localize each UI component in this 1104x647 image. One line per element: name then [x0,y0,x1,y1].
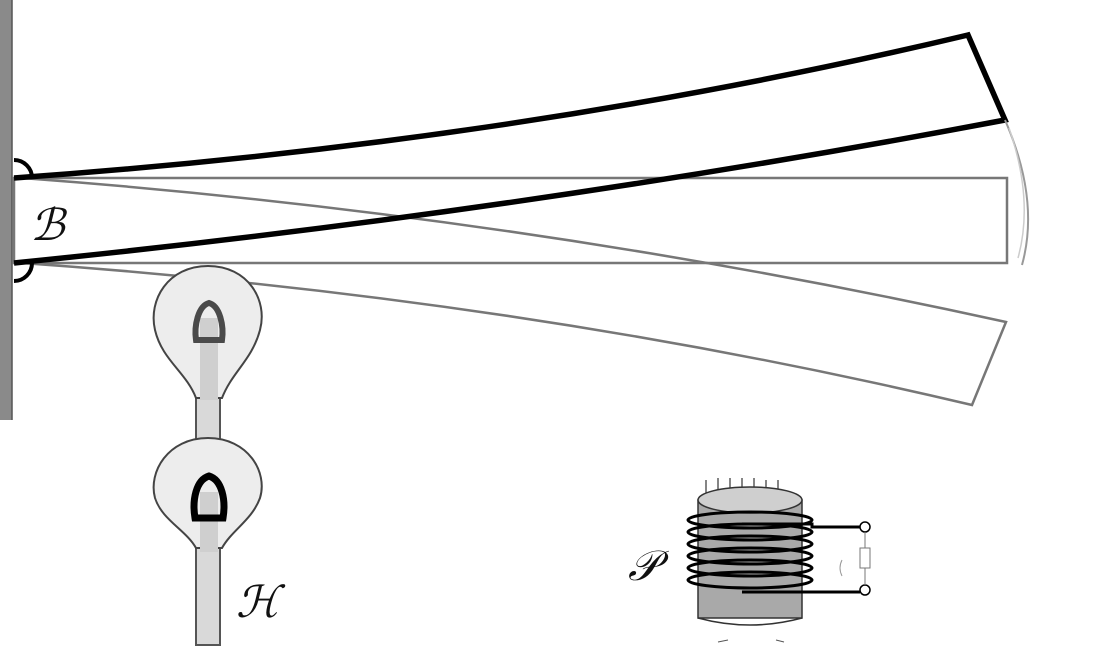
current-arrow [839,559,843,577]
beam-deflected-up [13,31,1009,266]
coil-foot-mark [717,639,729,643]
beam-label: ℬ [30,200,68,251]
upper-flame-core [192,299,226,343]
terminal-icon [859,584,871,596]
coil-foot-mark [775,639,785,643]
terminal-icon [859,521,871,533]
coil-lead-top [742,522,860,529]
clamp-top [13,158,34,179]
lower-rod [200,492,218,552]
wall [0,0,12,420]
coil-label: 𝒫 [628,541,669,590]
beam-rest-outline [12,176,1009,265]
coil-core-top [697,486,803,514]
coil-core-bottom [697,617,803,626]
tip-motion-arc-inner [1008,127,1025,259]
tip-motion-arc [1004,119,1030,266]
coil-windings [686,510,814,590]
resistor-icon [859,547,871,569]
beam-deflected-down [21,176,1008,407]
upper-rod [200,318,218,400]
clamp-bottom [13,262,34,283]
lower-flame-core [190,472,228,522]
coil-assembly [686,478,871,643]
holder-assembly [152,264,263,646]
holder-label: ℋ [236,577,286,628]
